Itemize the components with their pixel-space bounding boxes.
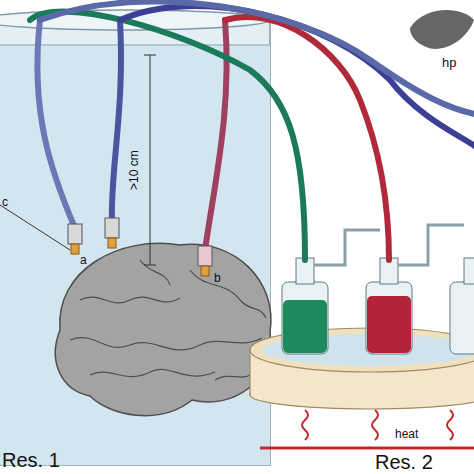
heater-line <box>260 447 474 450</box>
red-liquid <box>367 296 411 353</box>
callout-letter: c <box>2 196 8 208</box>
dimension-tick <box>144 265 156 266</box>
heat-wave <box>302 410 308 440</box>
reservoir-label: Res. 2 <box>375 452 433 472</box>
catheters <box>37 20 226 250</box>
heat-source <box>260 410 474 448</box>
stopcock <box>68 224 82 244</box>
bottles <box>282 225 474 354</box>
external-tubes <box>30 1 474 260</box>
bottle <box>366 282 412 354</box>
glass-tank <box>0 20 270 465</box>
glass-tube <box>314 230 380 265</box>
bottle <box>282 282 328 354</box>
dimension-line <box>150 55 151 265</box>
leader-line <box>0 205 70 250</box>
catheter-tube <box>37 20 75 228</box>
gyrus-line <box>90 369 215 376</box>
catheter-tip <box>71 244 79 254</box>
callout-letter: b <box>214 272 221 284</box>
glass-tube <box>398 225 464 265</box>
catheter-tube <box>112 20 121 222</box>
heat-label: heat <box>395 428 418 440</box>
stopcock <box>105 218 119 238</box>
tube-green <box>30 12 305 260</box>
stopcock <box>198 246 212 266</box>
gyrus-line <box>190 270 266 318</box>
dimension-tick <box>144 55 156 56</box>
gyrus-line <box>80 297 180 303</box>
part-label: hp <box>442 56 456 69</box>
tube-blue <box>40 1 474 115</box>
gyrus-line <box>140 260 170 285</box>
catheter-tip <box>108 238 116 248</box>
green-liquid <box>283 300 327 353</box>
bath-fill <box>251 380 474 396</box>
heat-wave <box>372 410 378 440</box>
distance-marker <box>144 55 156 265</box>
brain-gyri <box>70 260 266 380</box>
catheter-tip <box>201 266 209 276</box>
callout-letter: a <box>80 254 87 266</box>
hp-symbol <box>410 10 474 49</box>
bath-bottom <box>250 381 474 409</box>
reservoir-label: Res. 1 <box>2 450 60 470</box>
dimension-label: >10 cm <box>128 150 140 190</box>
bottle <box>450 282 474 354</box>
heat-wave <box>447 410 453 440</box>
gyrus-line <box>70 338 262 350</box>
bottle-neck <box>464 258 474 284</box>
brain <box>55 243 271 415</box>
stopcocks <box>0 205 212 276</box>
gyrus-line <box>215 370 255 380</box>
